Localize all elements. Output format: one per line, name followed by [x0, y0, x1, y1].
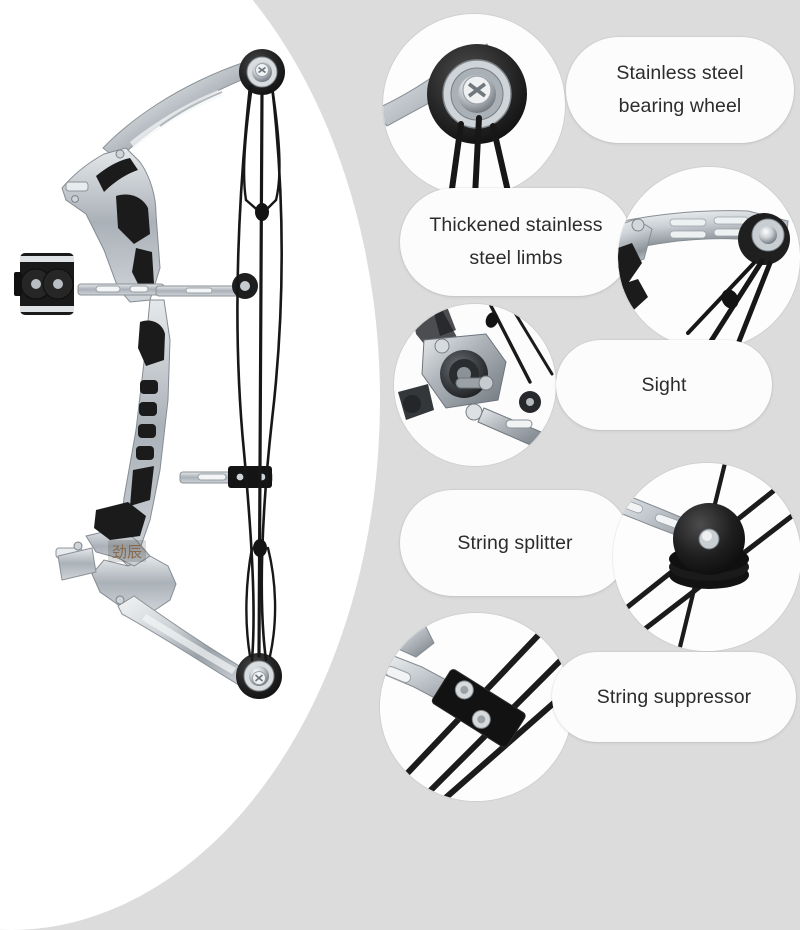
callout-string-splitter-label: String splitter: [400, 490, 630, 596]
label-line-2: bearing wheel: [618, 95, 742, 117]
label-line-1: Thickened stainless: [429, 213, 603, 236]
label-line-1: String splitter: [457, 531, 573, 554]
bearing-wheel-detail-photo: [383, 14, 565, 196]
brand-logo-text: 劲辰: [112, 543, 142, 561]
cable: [242, 84, 281, 658]
upper-cam-wheel: [239, 49, 285, 95]
string-suppressor-detail-photo: [380, 613, 572, 801]
riser-grip: [117, 299, 171, 567]
callout-string-suppressor-label: String suppressor: [552, 652, 796, 742]
product-hero-image: 劲辰: [0, 0, 360, 800]
cable-knot: [253, 203, 269, 557]
riser-lower: 劲辰: [55, 502, 177, 613]
label-line-2: steel limbs: [469, 247, 563, 269]
string-splitter: [232, 273, 258, 299]
callout-sight-label: Sight: [556, 340, 772, 430]
callout-bearing-wheel-label: Stainless steel bearing wheel: [566, 37, 794, 143]
label-line-1: Stainless steel: [616, 61, 744, 84]
sight-detail-photo: [394, 304, 556, 466]
string-suppressor: [179, 466, 273, 488]
brand-logo: 劲辰: [108, 540, 146, 562]
label-line-1: String suppressor: [596, 685, 752, 708]
lower-cam-wheel: [236, 653, 282, 699]
stainless-limb-detail-photo: [618, 167, 800, 349]
sight-assembly: [14, 253, 165, 315]
lower-limb: [117, 595, 257, 689]
upper-limb: [102, 61, 264, 161]
callout-stainless-limbs-label: Thickened stainless steel limbs: [400, 188, 632, 296]
string-splitter-detail-photo: [613, 463, 800, 651]
riser-upper: [61, 147, 161, 303]
label-line-1: Sight: [641, 373, 687, 396]
